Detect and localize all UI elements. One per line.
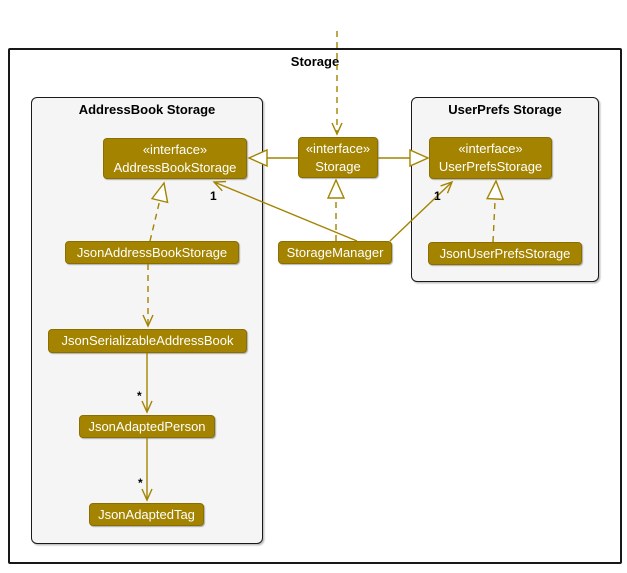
multiplicity-label-jsonadaptedperson: * <box>137 389 142 403</box>
storage-package-title: Storage <box>290 54 340 69</box>
class-box-jsonadaptedtag: JsonAdaptedTag <box>89 503 204 526</box>
stereotype-label: «interface» <box>305 140 371 156</box>
multiplicity-label-userprefsstorage: 1 <box>434 189 441 203</box>
multiplicity-label-addressbookstorage: 1 <box>210 189 217 203</box>
multiplicity-label-jsonadaptedtag: * <box>138 476 143 490</box>
addressbook-storage-container-title: AddressBook Storage <box>78 102 216 117</box>
class-name: Storage <box>315 158 361 174</box>
stereotype-label: «interface» <box>458 141 523 156</box>
userprefs-storage-container-title: UserPrefs Storage <box>448 102 562 117</box>
class-box-storage-interface: «interface» Storage <box>298 137 378 178</box>
class-name: UserPrefsStorage <box>438 159 543 174</box>
class-box-addressbookstorage-interface: «interface» AddressBookStorage <box>103 138 247 179</box>
class-box-jsonuserprefsstorage: JsonUserPrefsStorage <box>428 242 582 265</box>
stereotype-label: «interface» <box>142 141 208 157</box>
class-box-jsonadaptedperson: JsonAdaptedPerson <box>79 415 215 438</box>
class-box-userprefsstorage-interface: «interface» UserPrefsStorage <box>429 137 552 179</box>
class-box-jsonserializableaddressbook: JsonSerializableAddressBook <box>48 329 247 353</box>
class-box-jsonaddressbookstorage: JsonAddressBookStorage <box>65 241 239 264</box>
class-box-storagemanager: StorageManager <box>278 241 392 264</box>
class-name: AddressBookStorage <box>113 159 237 175</box>
